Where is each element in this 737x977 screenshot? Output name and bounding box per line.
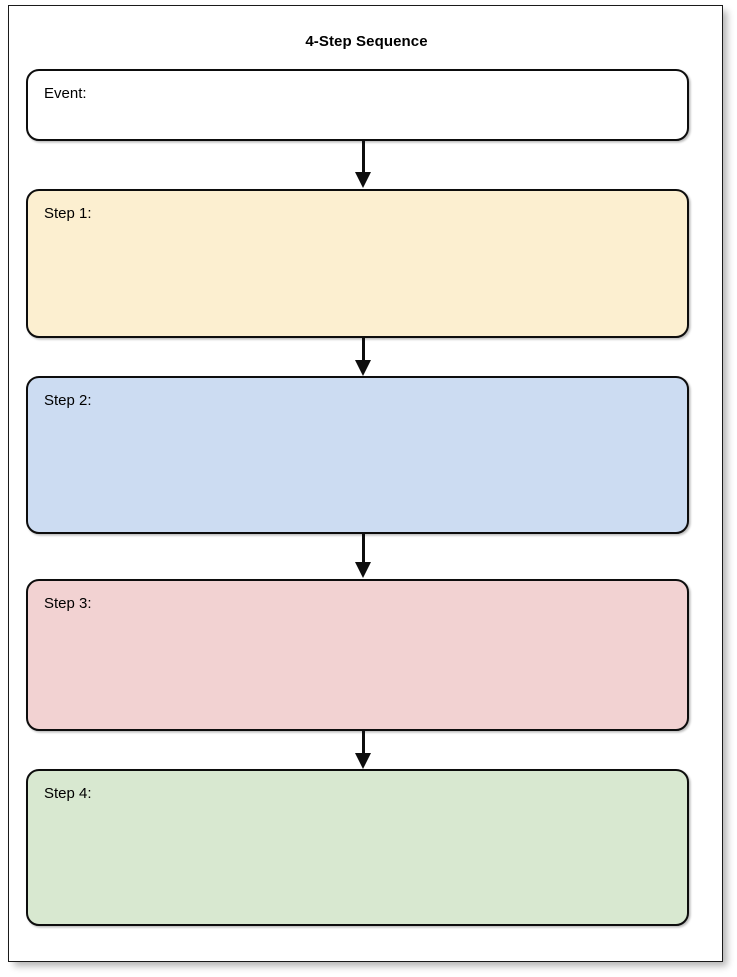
arrow-shaft	[362, 141, 365, 173]
down-arrow-icon	[355, 753, 371, 769]
arrow-shaft	[362, 731, 365, 754]
flow-node-body[interactable]	[44, 416, 671, 524]
page-title: 4-Step Sequence	[305, 33, 428, 50]
arrow-shaft	[362, 338, 365, 361]
down-arrow-icon	[355, 360, 371, 376]
flow-node-label: Step 3:	[44, 595, 92, 612]
down-arrow-icon	[355, 562, 371, 578]
flow-node-label: Step 4:	[44, 785, 92, 802]
flow-node-label: Event:	[44, 85, 87, 102]
flow-node-event[interactable]: Event:	[26, 69, 689, 141]
flow-node-step2[interactable]: Step 2:	[26, 376, 689, 534]
flow-node-label: Step 2:	[44, 392, 92, 409]
worksheet-page: 4-Step Sequence Event: Step 1: Step 2: S…	[8, 5, 723, 962]
flow-node-body[interactable]	[44, 229, 671, 328]
flow-node-step4[interactable]: Step 4:	[26, 769, 689, 926]
flow-node-body[interactable]	[44, 619, 671, 721]
connector-step1-to-step2	[349, 338, 379, 376]
flow-node-label: Step 1:	[44, 205, 92, 222]
connector-step3-to-step4	[349, 731, 379, 769]
flow-node-body[interactable]	[44, 109, 671, 131]
connector-step2-to-step3	[349, 534, 379, 579]
down-arrow-icon	[355, 172, 371, 188]
arrow-shaft	[362, 534, 365, 563]
flow-node-body[interactable]	[44, 809, 671, 916]
flow-node-step1[interactable]: Step 1:	[26, 189, 689, 338]
flow-node-step3[interactable]: Step 3:	[26, 579, 689, 731]
connector-event-to-step1	[349, 141, 379, 189]
